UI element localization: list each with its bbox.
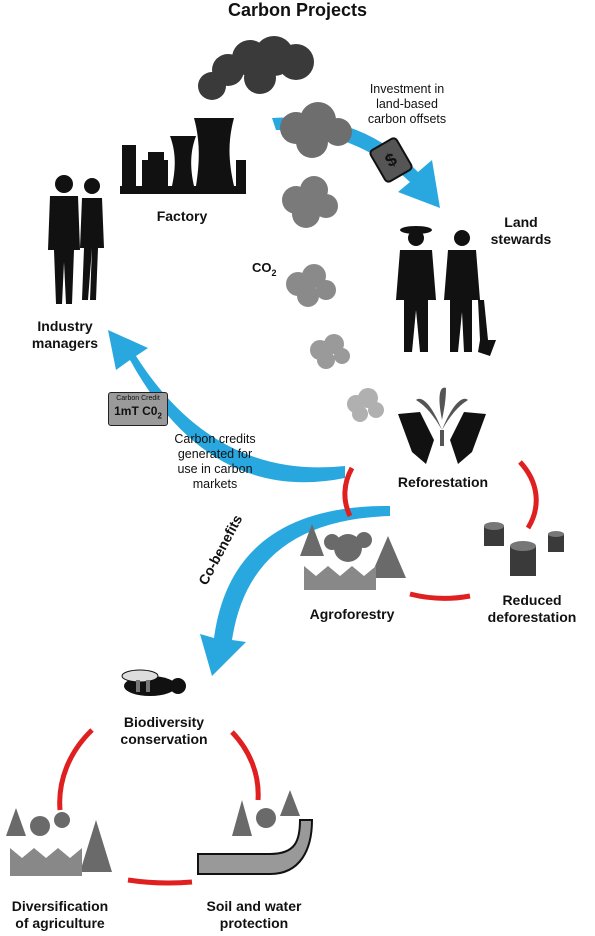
co2-sub: 2	[272, 268, 277, 278]
co2-cloud-5	[347, 388, 384, 422]
reforestation-icon	[398, 387, 486, 464]
carbon-credit-amount-text: 1mT C0	[114, 404, 158, 418]
carbon-credits-label: Carbon credits generated for use in carb…	[160, 432, 270, 492]
diversification-line-1: Diversification	[11, 898, 109, 914]
soil-water-icon	[197, 790, 314, 875]
credits-arrow	[108, 330, 345, 483]
agroforestry-icon	[300, 524, 406, 590]
factory-label: Factory	[156, 208, 208, 224]
carbon-credit-card: Carbon Credit 1mT C02	[108, 392, 168, 426]
biodiversity-line-2: conservation	[120, 731, 208, 747]
diversification-line-2: of agriculture	[15, 915, 105, 931]
industry-managers-line-2: managers	[31, 335, 99, 351]
land-stewards-line-2: stewards	[490, 231, 552, 247]
reforestation-label: Reforestation	[397, 474, 489, 490]
diagram-title: Carbon Projects	[227, 0, 368, 20]
investment-line-1: Investment in	[369, 82, 445, 96]
biodiversity-label: Biodiversity conservation	[94, 714, 234, 748]
co2-cloud-2	[282, 176, 338, 228]
land-stewards-label: Land stewards	[486, 214, 556, 248]
cobenefits-arrow	[200, 505, 390, 676]
cycle-ring-top	[342, 460, 539, 601]
investment-line-3: carbon offsets	[367, 112, 447, 126]
land-stewards-icon	[396, 226, 496, 356]
carbon-credits-line-3: use in carbon	[177, 462, 253, 476]
carbon-credit-amount-sub: 2	[157, 411, 162, 421]
reduced-deforestation-label: Reduced deforestation	[472, 592, 592, 626]
co2-cloud-1	[280, 102, 352, 158]
investment-label: Investment in land-based carbon offsets	[352, 82, 462, 127]
factory-icon	[120, 118, 246, 194]
carbon-credit-amount: 1mT C02	[109, 404, 167, 420]
co2-cloud-3	[286, 264, 336, 307]
industry-managers-label: Industry managers	[20, 318, 110, 352]
stumps-icon	[484, 522, 564, 576]
industry-managers-line-1: Industry	[37, 318, 93, 334]
carbon-credits-line-4: markets	[192, 477, 238, 491]
biodiversity-line-1: Biodiversity	[123, 714, 205, 730]
diversification-icon	[6, 808, 112, 876]
carbon-credit-caption: Carbon Credit	[116, 395, 160, 402]
co2-cloud-4	[310, 334, 350, 369]
agroforestry-label: Agroforestry	[309, 606, 395, 622]
money-icon: $	[369, 137, 413, 183]
soil-water-line-1: Soil and water	[206, 898, 302, 914]
industry-managers-icon	[48, 175, 104, 304]
land-stewards-line-1: Land	[504, 214, 538, 230]
smoke-icon	[198, 36, 314, 100]
cycle-ring-bottom	[57, 728, 261, 886]
reduced-deforestation-line-1: Reduced	[502, 592, 562, 608]
investment-line-2: land-based	[376, 97, 438, 111]
reduced-deforestation-line-2: deforestation	[487, 609, 577, 625]
diversification-label: Diversification of agriculture	[0, 898, 120, 932]
co2-label: CO2	[252, 260, 277, 278]
co2-base: CO	[252, 260, 272, 275]
soil-water-label: Soil and water protection	[194, 898, 314, 932]
soil-water-line-2: protection	[219, 915, 289, 931]
carbon-credits-line-2: generated for	[177, 447, 253, 461]
bee-icon	[121, 669, 186, 696]
carbon-credits-line-1: Carbon credits	[174, 432, 256, 446]
